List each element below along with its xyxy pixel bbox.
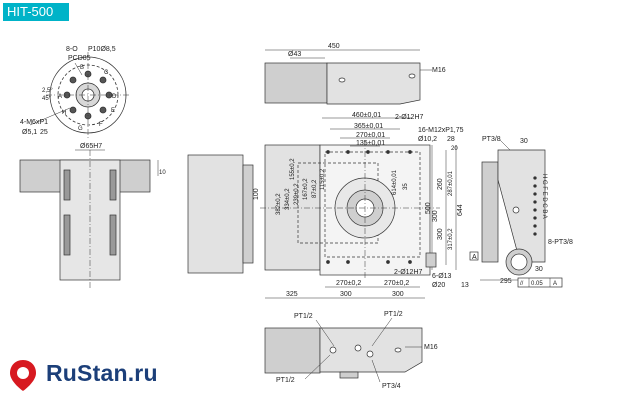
face-dim-8o: 8-O [66,46,78,53]
plan-dim-167: 167±0,2 [303,178,309,200]
plan-dim-317: 317±0,2 [448,228,454,250]
brand-name: RuStan.ru [46,360,158,386]
plan-dim-2d12-top: 2-Ø12H7 [395,114,424,121]
tolerance-datum-ref: A [472,254,477,261]
side-dim-30-bottom: 30 [535,266,543,273]
map-pin-icon [10,360,36,391]
plan-dim-28: 28 [447,136,455,143]
face-dim-angle1: 2,5° [42,88,53,94]
face-letter-h: H [62,110,66,116]
model-badge: HIT-500 [3,3,69,21]
bottom-dim-pt12-b: PT1/2 [384,311,403,318]
plan-view [260,117,457,299]
plan-dim-13: 13 [461,282,469,289]
plan-dim-300-right: 300 [437,228,444,240]
bottom-dim-pt12-c: PT1/2 [276,377,295,384]
face-letter-e: E [111,108,115,114]
face-view [29,52,130,138]
plan-dim-6d13: 6-Ø13 [432,273,452,280]
bottom-dim-pt34: PT3/4 [382,383,401,390]
plan-dim-35: 35 [403,183,409,190]
plan-dim-300a: 300 [340,291,352,298]
plan-dim-260: 260 [437,178,444,190]
side-dim-8pt38: 8-PT3/8 [548,239,573,246]
bottom-dim-pt12-a: PT1/2 [294,313,313,320]
top-dim-m16: M16 [432,67,446,74]
face-letter-f: F [99,122,103,128]
plan-dim-155: 155±0,2 [290,158,296,180]
shaft-view [19,149,159,290]
plan-dim-d20: Ø20 [432,282,445,289]
shaft-dim-d65: Ø65H7 [80,143,102,150]
side-dim-pt38: PT3/8 [482,136,501,143]
rustan-logo[interactable]: RuStan.ru [6,358,206,396]
bottom-dim-m16: M16 [424,344,438,351]
plan-dim-365: 365±0,01 [354,123,383,130]
side-dim-letters: H G F E D C B A [541,174,547,219]
plan-dim-334: 334±0,2 [285,188,291,210]
plan-dim-287: 287±0,01 [448,170,454,196]
face-letter-a: A [58,94,62,100]
plan-dim-295: 295 [500,278,512,285]
top-dim-450: 450 [328,43,340,50]
plan-dim-300b: 300 [392,291,404,298]
side-dim-30-top: 30 [520,138,528,145]
plan-dim-135: 135±0,01 [356,140,385,147]
face-letter-b: B [80,65,84,71]
bottom-view [264,317,423,383]
face-dim-25: 25 [40,129,48,136]
shaft-dim-10: 10 [159,170,166,176]
plan-dim-382: 382±0,2 [276,193,282,215]
top-dim-d43: Ø43 [288,51,301,58]
tolerance-datum: A [553,281,557,287]
plan-dim-2d12-bottom: 2-Ø12H7 [394,269,423,276]
face-dim-pcd: PCD85 [68,55,91,62]
plan-dim-20: 20 [451,146,458,152]
motor-side-view [187,154,254,274]
top-view [264,49,432,105]
face-letter-d: D [112,94,117,100]
plan-dim-239: 239±0,2 [294,183,300,205]
plan-dim-270: 270±0,01 [356,132,385,139]
tolerance-value: 0.05 [531,281,543,287]
plan-dim-644: 644 [457,204,464,216]
tolerance-symbol: // [520,281,524,287]
plan-dim-87: 87±0,2 [312,179,318,198]
face-dim-d51: Ø5,1 [22,129,37,136]
face-dim-m6: 4-M6xP1 [20,119,48,126]
plan-dim-500: 500 [425,202,432,214]
face-dim-angle2: 45° [42,96,52,102]
plan-dim-300c: 300 [432,210,439,222]
plan-dim-d102: Ø10,2 [418,136,437,143]
plan-dim-16m12: 16-M12xP1,75 [418,127,464,134]
plan-dim-325: 325 [286,291,298,298]
plan-dim-115: 115±0,2 [320,168,326,190]
side-view [469,139,563,288]
plan-dim-460: 460±0,01 [352,112,381,119]
face-dim-p10: P10Ø8,5 [88,46,116,53]
plan-dim-100: 100 [253,188,260,200]
plan-dim-270b1: 270±0,2 [336,280,361,287]
plan-dim-270b2: 270±0,2 [384,280,409,287]
plan-dim-614: 614±0,01 [392,169,398,195]
face-letter-c: C [104,70,109,76]
face-letter-g: G [78,126,83,132]
